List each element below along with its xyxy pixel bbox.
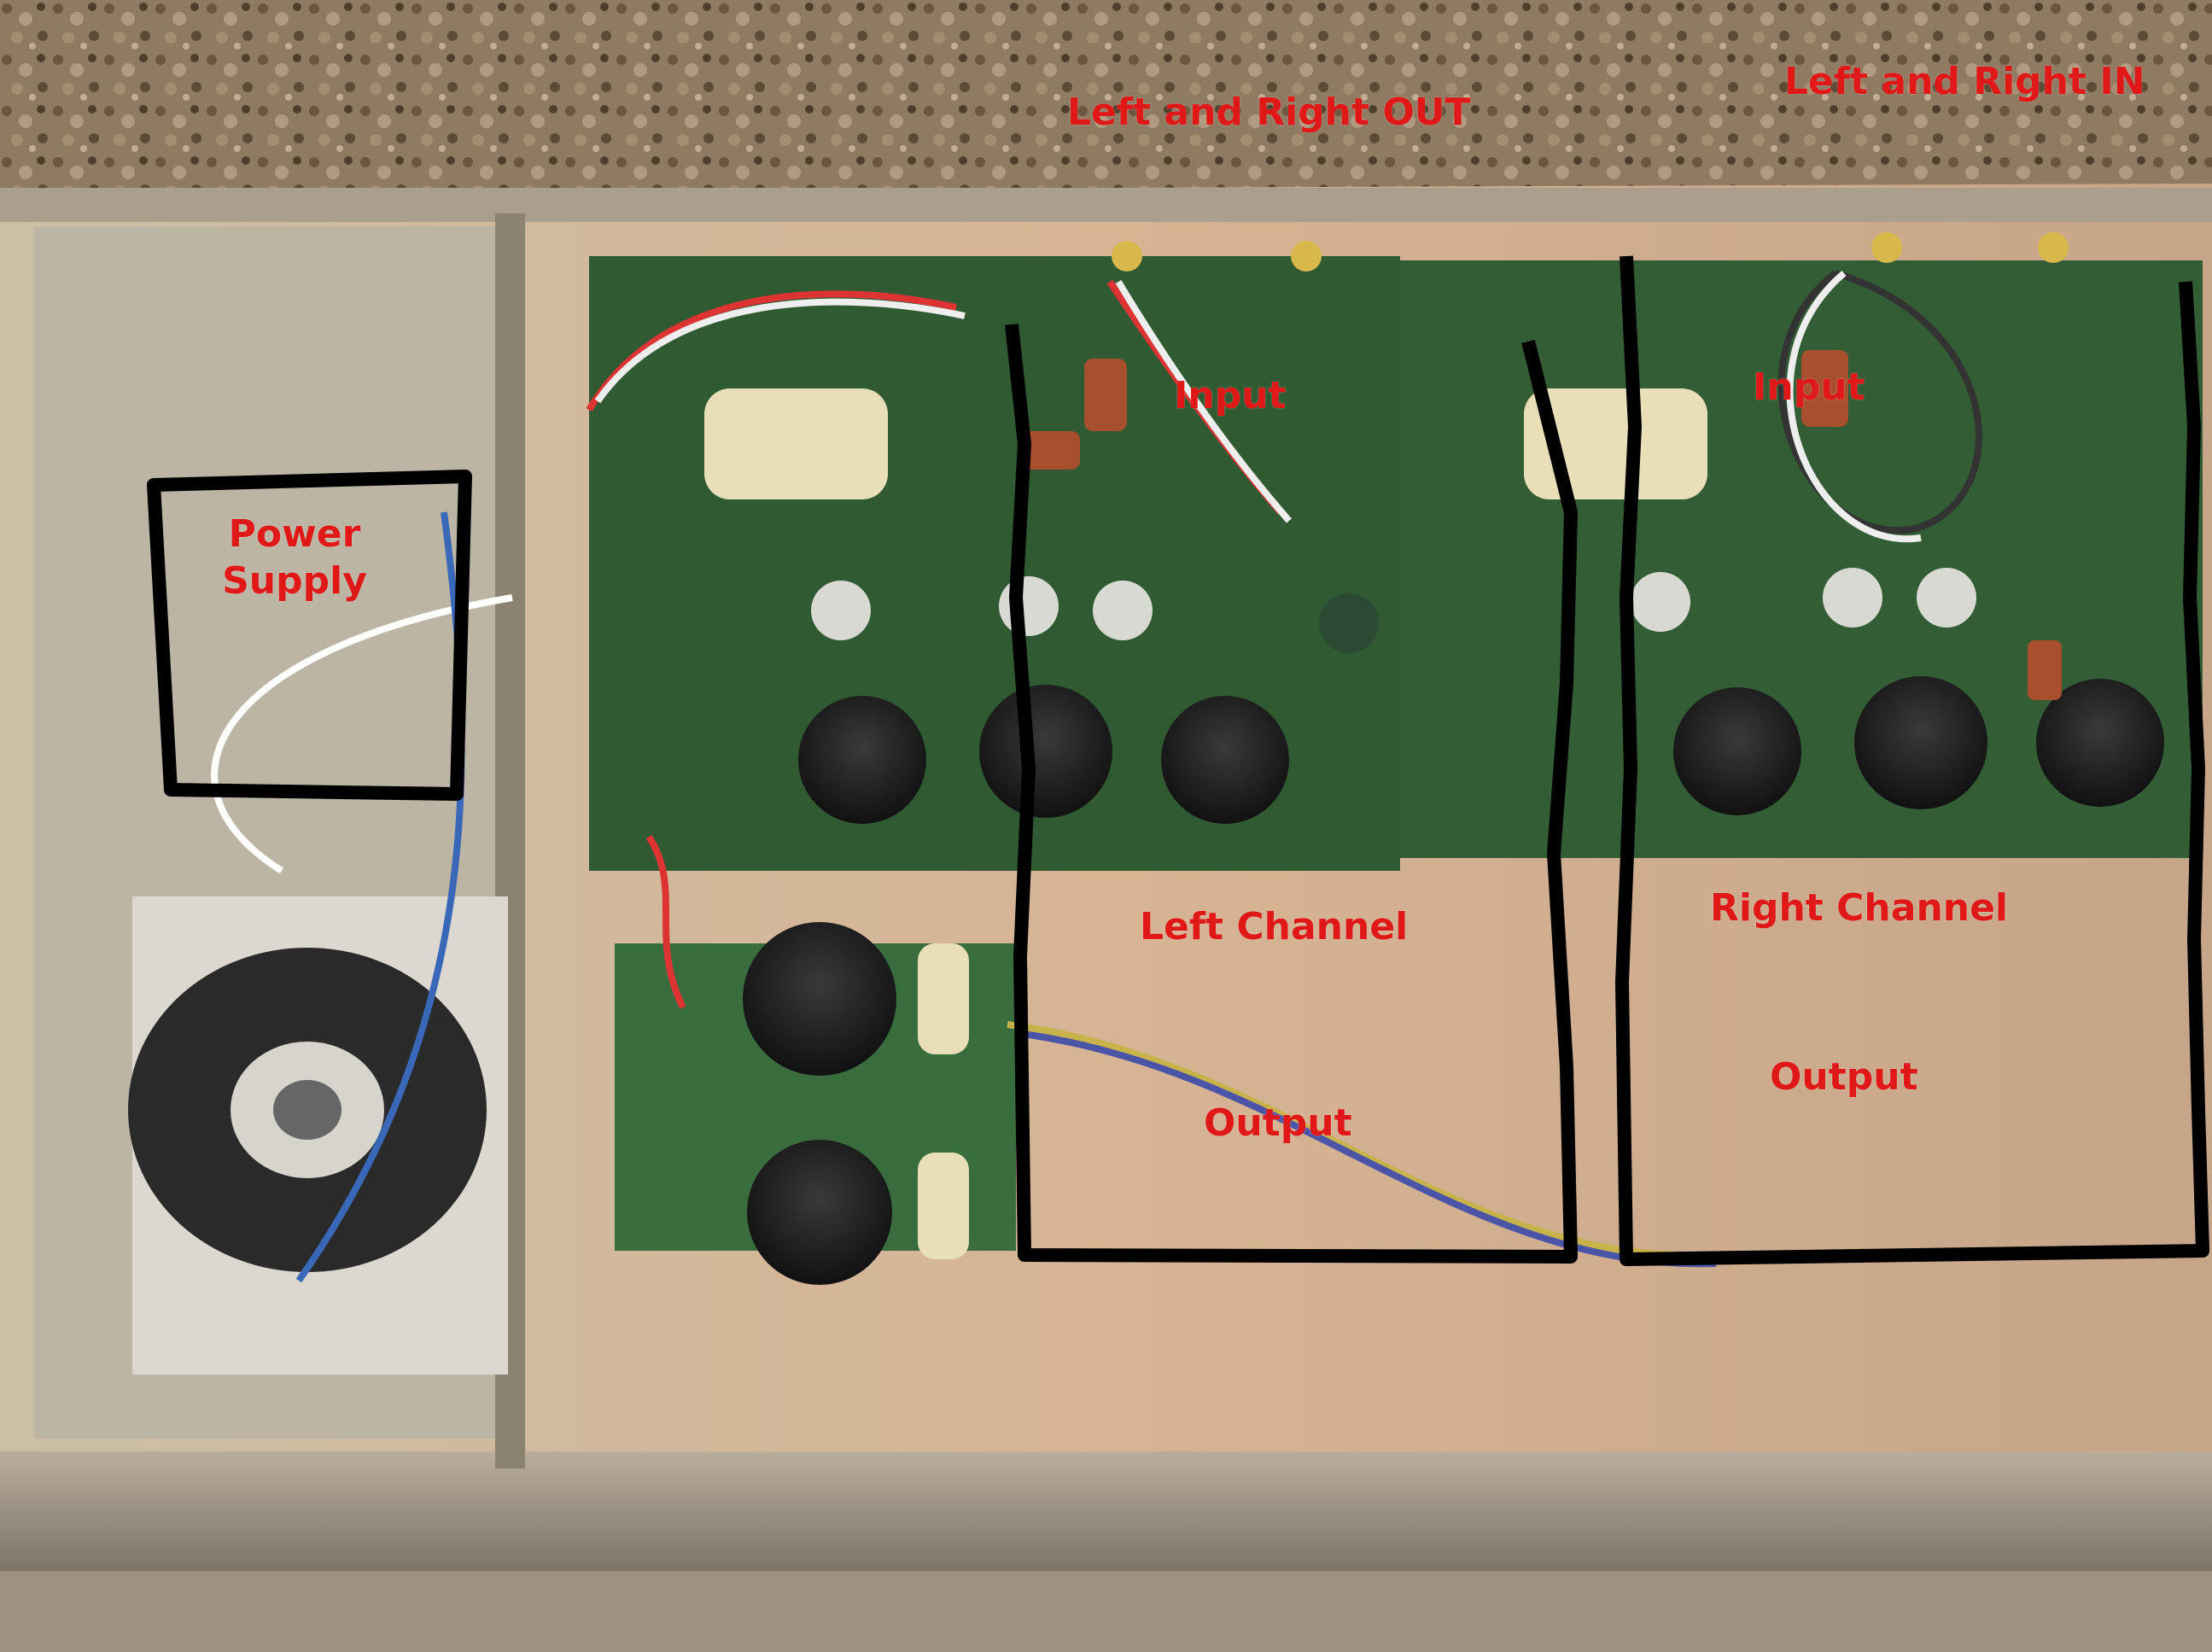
- rca-jacks: [1112, 232, 2069, 271]
- power-supply-label: Power Supply: [222, 512, 367, 603]
- output-left-label: Output: [1204, 1101, 1352, 1145]
- right-channel-box: [1615, 255, 2209, 1266]
- power-supply-box: [147, 470, 472, 801]
- left-channel-box: [1005, 324, 1578, 1264]
- power-supply-boards: [615, 922, 1016, 1285]
- left-channel-label: Left Channel: [1140, 905, 1409, 949]
- left-right-in-label: Left and Right IN: [1784, 60, 2145, 103]
- input-left-label: Input: [1174, 374, 1287, 417]
- left-right-out-label: Left and Right OUT: [1067, 90, 1471, 134]
- right-channel-label: Right Channel: [1710, 886, 2009, 930]
- wiring: [211, 270, 1982, 1283]
- toroidal-transformer: [128, 896, 508, 1375]
- amplifier-boards: [589, 256, 2203, 871]
- annotation-boxes: [147, 255, 2209, 1266]
- input-right-label: Input: [1753, 365, 1865, 409]
- output-right-label: Output: [1770, 1055, 1918, 1099]
